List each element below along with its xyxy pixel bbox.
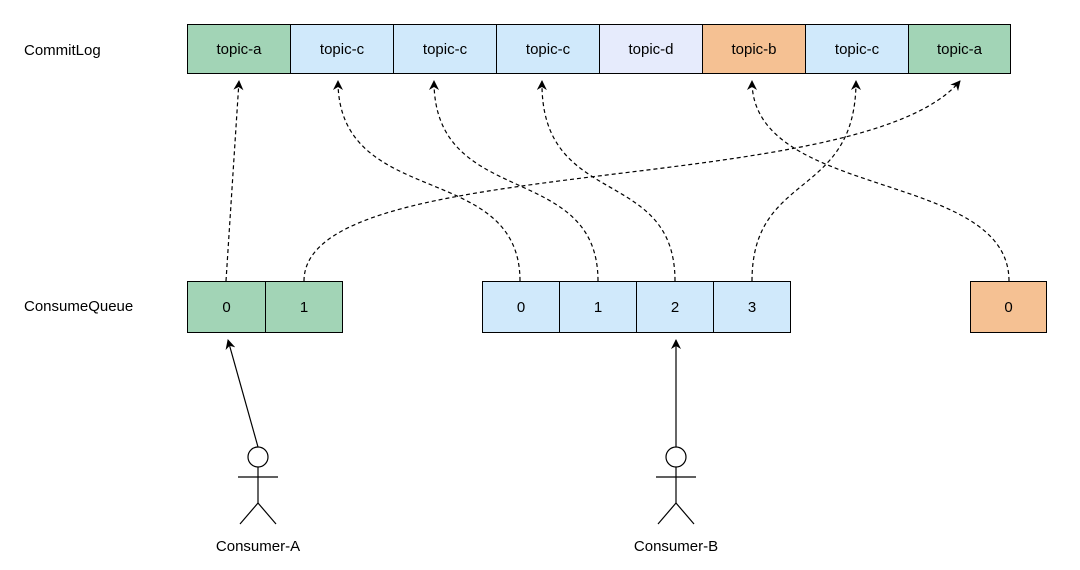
pointer-c0-to-commitlog-2	[333, 80, 521, 282]
consumer-a-label: Consumer-A	[215, 538, 301, 555]
pointer-c2-to-commitlog-4	[536, 80, 676, 282]
consumer-b-label: Consumer-B	[633, 538, 719, 555]
commitlog-entry-2: topic-c	[290, 24, 394, 74]
commitlog-entry-1: topic-a	[187, 24, 291, 74]
queue-c-cell-1: 1	[559, 281, 637, 333]
consumequeue-label: ConsumeQueue	[24, 298, 134, 315]
commitlog-entry-5: topic-d	[599, 24, 703, 74]
commitlog-entry-6: topic-b	[702, 24, 806, 74]
queue-b-cell-0: 0	[970, 281, 1047, 333]
commitlog-label: CommitLog	[24, 42, 101, 59]
commitlog-entry-4: topic-c	[496, 24, 600, 74]
pointer-a1-to-commitlog-8	[303, 80, 961, 282]
pointer-a0-to-commitlog-1	[225, 80, 244, 282]
queue-a-cell-0: 0	[187, 281, 266, 333]
commitlog-entry-8: topic-a	[908, 24, 1011, 74]
pointer-c3-to-commitlog-7	[751, 80, 861, 282]
pointer-b0-to-commitlog-6	[747, 80, 1010, 282]
commitlog-entry-7: topic-c	[805, 24, 909, 74]
queue-a-cell-1: 1	[265, 281, 343, 333]
consumer-a-pointer	[225, 339, 259, 448]
consumer-b-icon	[656, 446, 696, 525]
pointer-c1-to-commitlog-3	[429, 80, 599, 282]
queue-c-cell-3: 3	[713, 281, 791, 333]
consumer-a-icon	[238, 446, 278, 525]
queue-c-cell-2: 2	[636, 281, 714, 333]
commitlog-entry-3: topic-c	[393, 24, 497, 74]
